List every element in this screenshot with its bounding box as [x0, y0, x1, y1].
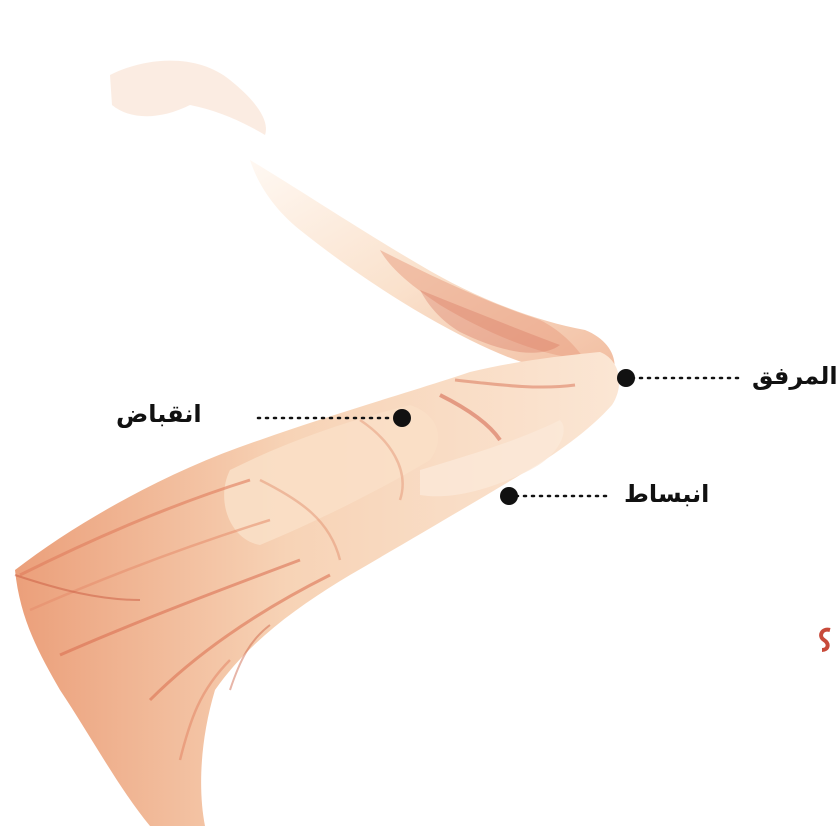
leader-elbow	[617, 369, 742, 387]
label-contraction: انقباض	[116, 402, 202, 426]
leader-extension	[500, 487, 612, 505]
label-extension: انبساط	[624, 482, 709, 506]
arm-shape	[15, 352, 619, 826]
hand-shape	[110, 61, 266, 135]
label-elbow: المرفق	[752, 364, 838, 388]
upper-forearm-shape	[250, 160, 615, 380]
edge-fragment-shape	[821, 630, 830, 650]
elbow-dot-icon	[617, 369, 635, 387]
extension-dot-icon	[500, 487, 518, 505]
contraction-dot-icon	[393, 409, 411, 427]
